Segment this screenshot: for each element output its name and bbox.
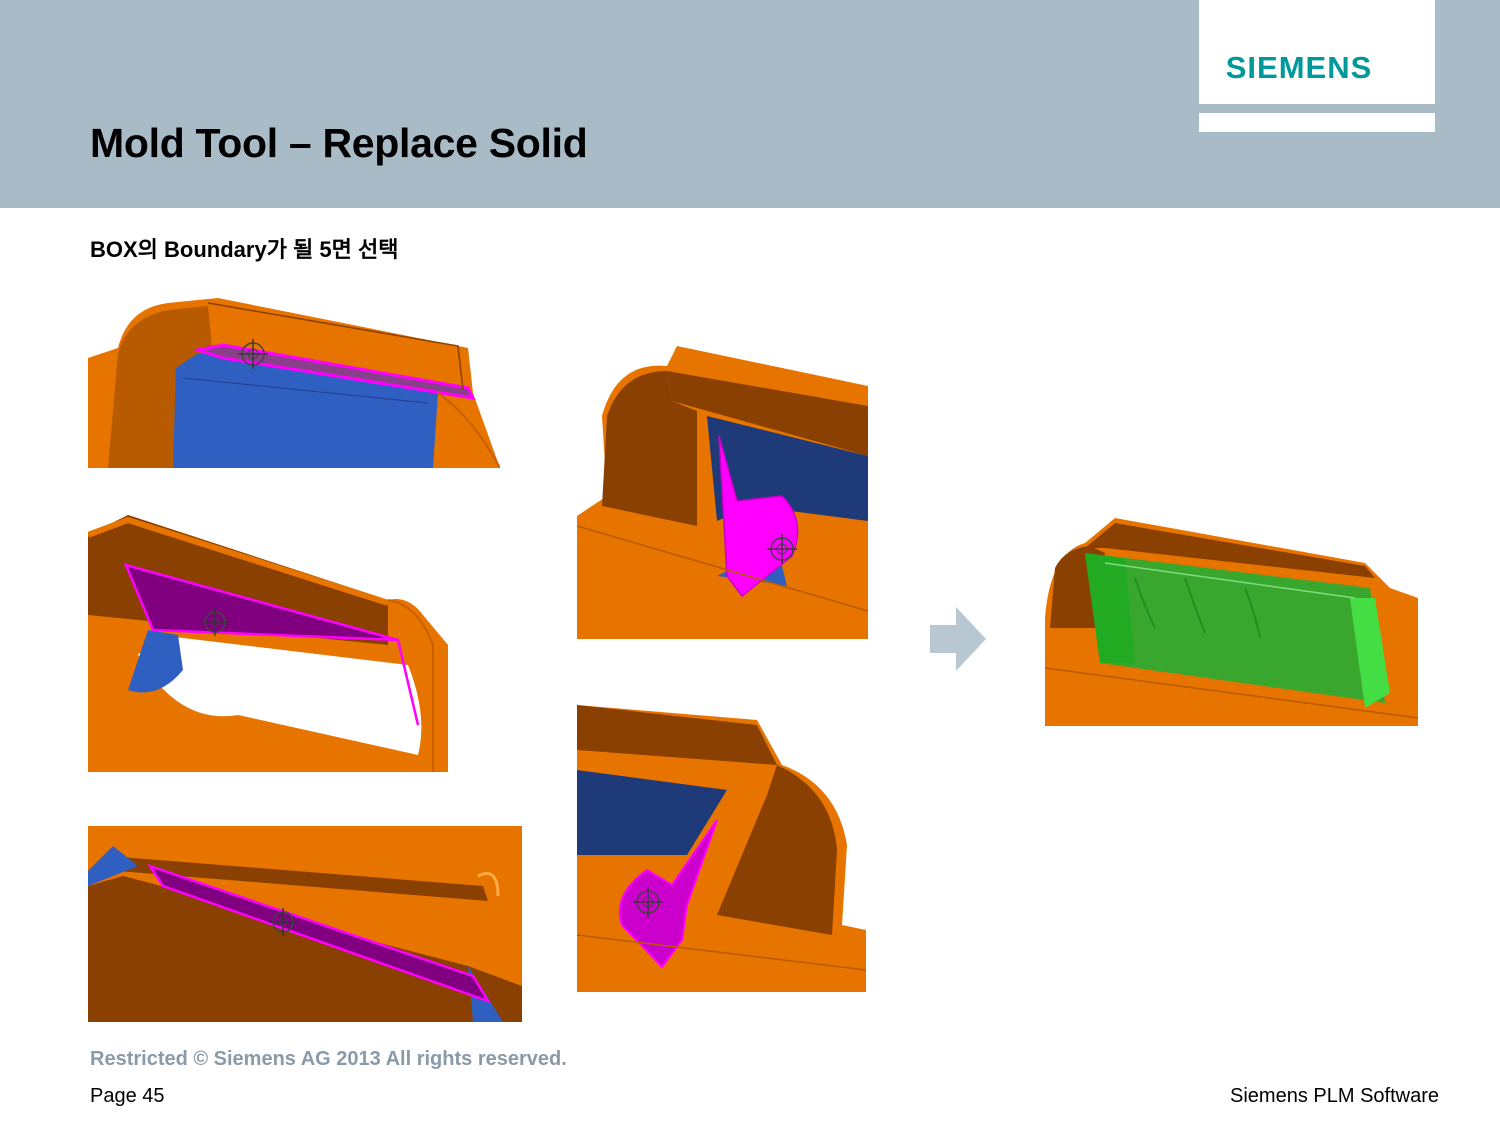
target-crosshair-icon [238,339,268,369]
face-selection-side-image [577,705,866,992]
slide-title: Mold Tool – Replace Solid [90,120,588,166]
page-number: Page 45 [90,1085,165,1107]
face-selection-bottom-1-image [88,826,522,1022]
right-arrow-icon [930,607,986,671]
siemens-logo-text: SIEMENS [1225,50,1373,85]
face-selection-bottom-2-image [577,346,868,639]
face-selection-top-2-image [88,515,448,772]
siemens-logo: SIEMENS [1199,0,1435,104]
target-crosshair-icon [269,908,297,936]
target-crosshair-icon [201,608,229,636]
replace-solid-result-image [1045,518,1418,726]
footer-restricted-notice: Restricted © Siemens AG 2013 All rights … [90,1048,567,1070]
logo-underline-bar [1199,113,1435,132]
slide-subtitle: BOX의 Boundary가 될 5면 선택 [90,237,399,262]
footer-company: Siemens PLM Software [1230,1085,1439,1107]
target-crosshair-icon [767,534,797,564]
target-crosshair-icon [633,887,663,917]
face-selection-top-1-image [88,298,500,468]
